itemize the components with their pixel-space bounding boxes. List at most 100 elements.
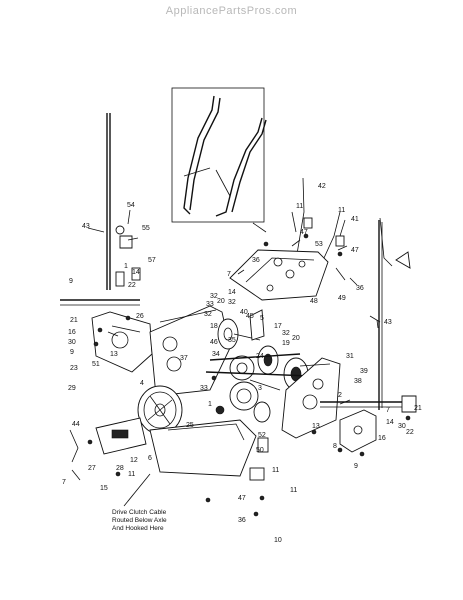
part-label: 17 [274, 323, 282, 330]
part-label: 51 [92, 361, 100, 368]
part-label: 7 [386, 407, 390, 414]
part-label: 36 [252, 257, 260, 264]
part-label: 40 [240, 309, 248, 316]
part-label: 22 [128, 282, 136, 289]
part-label: 24 [256, 353, 264, 360]
handle-inset [171, 87, 267, 223]
part-label: 36 [238, 517, 246, 524]
part-label: 10 [274, 537, 282, 544]
part-label: 1 [208, 401, 212, 408]
part-label: 21 [70, 317, 78, 324]
part-label: 18 [210, 323, 218, 330]
part-label: 34 [212, 351, 220, 358]
part-label: 11 [272, 467, 279, 474]
right-side-plate [281, 357, 341, 439]
part-label: 7 [227, 271, 231, 278]
part-label: 21 [414, 405, 422, 412]
part-label: 32 [282, 330, 290, 337]
part-label: 12 [130, 457, 138, 464]
part-label: 30 [398, 423, 406, 430]
note-line-3: And Hooked Here [112, 525, 164, 532]
part-label: 47 [238, 495, 246, 502]
part-label: 35 [228, 337, 236, 344]
part-label: 4 [140, 380, 144, 387]
part-label: 45 [246, 313, 254, 320]
part-label: 29 [68, 385, 76, 392]
part-label: 11 [296, 203, 303, 210]
part-label: 13 [110, 351, 118, 358]
part-label: 19 [282, 340, 290, 347]
misc-hardware [69, 225, 411, 481]
part-label: 38 [354, 378, 362, 385]
part-label: 41 [351, 216, 359, 223]
part-label: 14 [386, 419, 394, 426]
control-rods [106, 113, 393, 410]
part-label: 31 [346, 353, 354, 360]
part-label: 48 [310, 298, 318, 305]
part-label: 11 [290, 487, 297, 494]
part-label: 20 [217, 298, 225, 305]
part-label: 33 [200, 385, 208, 392]
part-label: 11 [128, 471, 135, 478]
part-label: 28 [116, 465, 124, 472]
part-label: 50 [256, 447, 264, 454]
part-label: 2 [338, 392, 342, 399]
part-label: 20 [292, 335, 300, 342]
part-label: 6 [148, 455, 152, 462]
part-label: 33 [206, 301, 214, 308]
part-label: 37 [180, 355, 188, 362]
part-label: 7 [62, 479, 66, 486]
note-line-2: Routed Below Axle [112, 517, 167, 524]
part-label: 22 [406, 429, 414, 436]
part-label: 42 [318, 183, 326, 190]
leader-lines [87, 209, 381, 405]
part-label: 32 [204, 311, 212, 318]
part-label: 16 [68, 329, 76, 336]
part-label: 26 [136, 313, 144, 320]
part-label: 44 [72, 421, 80, 428]
bottom-pan [149, 419, 257, 477]
part-label: 55 [142, 225, 150, 232]
fasteners [87, 233, 411, 517]
watermark-text: AppliancePartsPros.com [165, 5, 298, 17]
part-label: 11 [338, 207, 345, 214]
part-label: 39 [360, 368, 368, 375]
part-label: 1 [124, 263, 128, 270]
part-label: 54 [127, 202, 135, 209]
note-line-1: Drive Clutch Cable [112, 509, 167, 516]
part-number-labels: 42 11 47 53 54 55 57 43 7 36 11 41 47 49… [62, 183, 422, 544]
top-housing [229, 249, 329, 301]
part-label: 32 [228, 299, 236, 306]
part-label: 36 [356, 285, 364, 292]
left-lower-bracket [95, 417, 147, 455]
part-label: 16 [378, 435, 386, 442]
part-label: 9 [69, 278, 73, 285]
part-label: 14 [228, 289, 236, 296]
part-label: 8 [333, 443, 337, 450]
part-label: 47 [300, 229, 308, 236]
part-label: 43 [82, 223, 90, 230]
right-axle [320, 395, 417, 413]
part-label: 43 [384, 319, 392, 326]
drive-pulleys [205, 318, 311, 423]
part-label: 52 [258, 432, 266, 439]
part-label: 23 [70, 365, 78, 372]
cable-note: Drive Clutch Cable Routed Below Axle And… [112, 473, 167, 532]
part-label: 3 [258, 385, 262, 392]
part-label: 9 [70, 349, 74, 356]
part-label: 15 [100, 485, 108, 492]
part-label: 25 [186, 422, 194, 429]
part-label: 5 [260, 315, 264, 322]
part-label: 57 [148, 257, 156, 264]
part-label: 32 [210, 293, 218, 300]
part-label: 46 [210, 339, 218, 346]
left-side-plate [91, 311, 153, 373]
part-label: 49 [338, 295, 346, 302]
part-label: 30 [68, 339, 76, 346]
part-label: 13 [312, 423, 320, 430]
part-label: 27 [88, 465, 96, 472]
part-label: 14 [132, 269, 140, 276]
part-label: 9 [354, 463, 358, 470]
left-axle [60, 299, 140, 306]
